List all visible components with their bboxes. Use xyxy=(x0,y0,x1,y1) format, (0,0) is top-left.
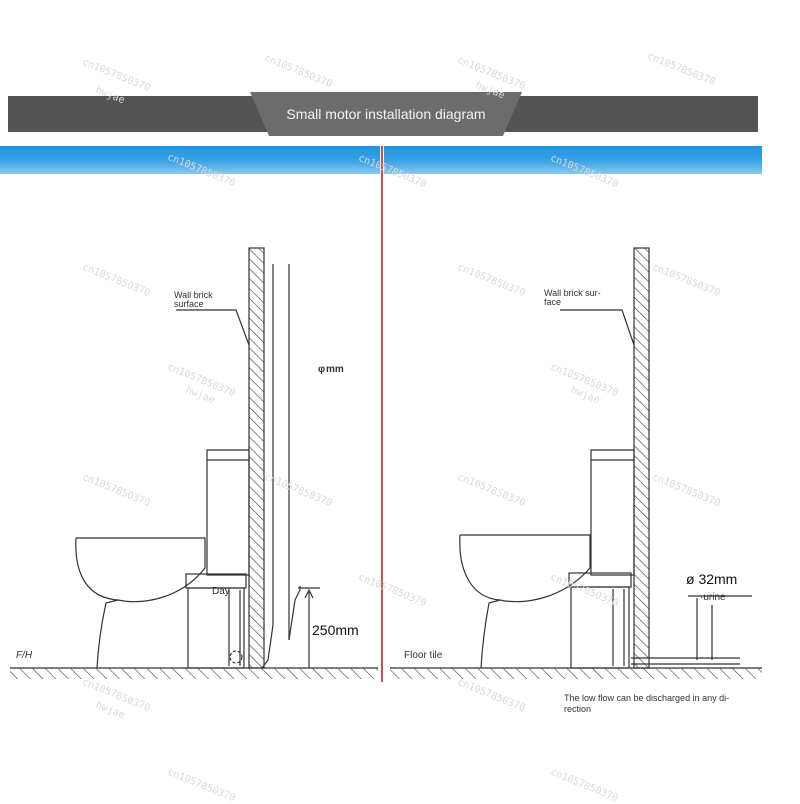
left-outlet-gear-icon xyxy=(229,650,243,664)
left-toilet-bowl xyxy=(75,537,206,669)
center-divider xyxy=(381,146,383,682)
right-wall-label-2: face xyxy=(544,297,562,307)
right-floor-label: Floor tile xyxy=(404,650,443,661)
right-toilet-tank xyxy=(590,449,635,576)
left-wall-leader xyxy=(176,309,250,346)
right-wall xyxy=(633,247,650,669)
left-toilet-tank xyxy=(206,449,250,576)
diagram-title: Small motor installation diagram xyxy=(286,106,486,122)
title-tab xyxy=(250,92,522,136)
left-pipe-label: φ mm xyxy=(318,364,344,375)
right-floor-hatch xyxy=(390,668,762,679)
left-wall xyxy=(248,247,265,669)
left-pipe-bend xyxy=(261,586,301,669)
right-pipe-label: ø 32mm xyxy=(686,571,738,587)
left-floor-label: F/H xyxy=(16,650,33,661)
right-wall-label-1: Wall brick sur- xyxy=(544,288,601,298)
left-panel xyxy=(10,247,378,679)
right-toilet-bowl xyxy=(459,534,591,669)
right-pipe-sublabel: ·urine xyxy=(700,592,726,603)
right-note-line-2: rection xyxy=(564,704,592,714)
right-note-line-1: The low flow can be discharged in any di… xyxy=(564,693,730,703)
right-wall-leader xyxy=(560,309,635,346)
left-wall-label-2: surface xyxy=(174,299,204,309)
left-height-label: 250mm xyxy=(312,622,359,638)
right-panel xyxy=(390,247,762,679)
left-floor-hatch xyxy=(10,668,378,679)
left-unit-label: Day xyxy=(212,586,230,597)
left-wall-label-1: Wall brick xyxy=(174,290,213,300)
